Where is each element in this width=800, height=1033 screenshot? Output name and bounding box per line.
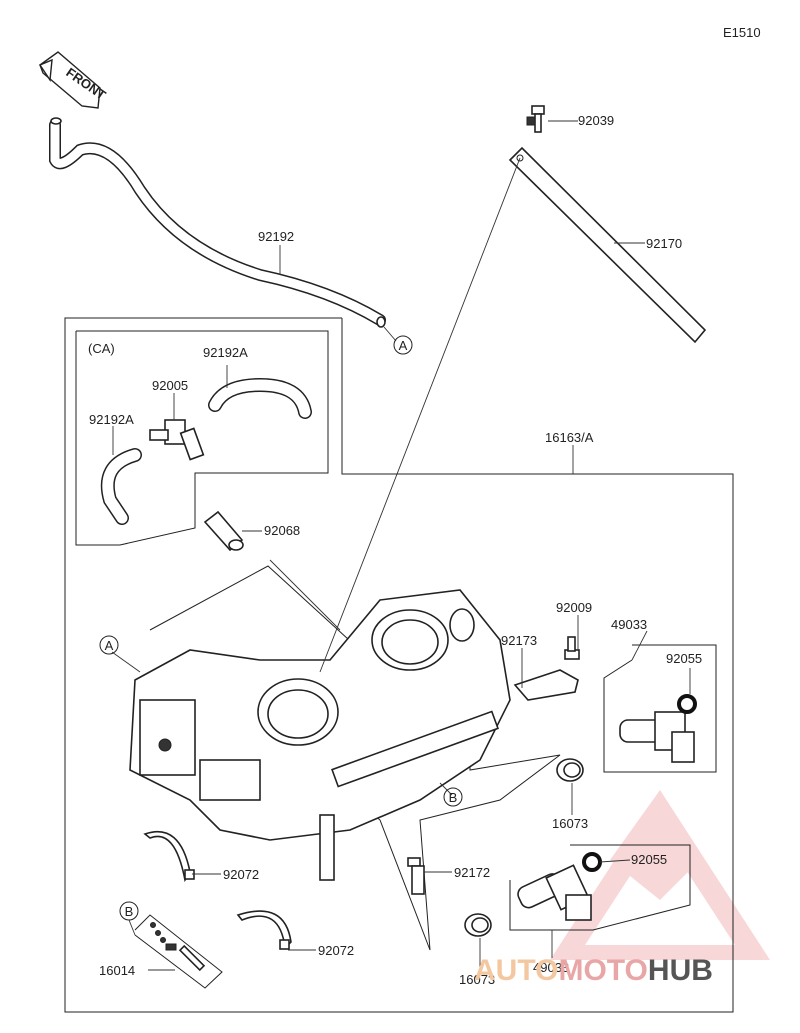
part-label-16163-a: 16163/A (545, 430, 594, 445)
watermark-part1: AUTO (474, 954, 558, 987)
part-label-92005: 92005 (152, 378, 188, 393)
oring-92055-lower (582, 852, 602, 872)
part-label-92192A-upper: 92192A (203, 345, 248, 360)
oring-92055-upper (677, 694, 697, 714)
callout-b-body-text: B (449, 790, 458, 805)
callout-b-kit-text: B (125, 904, 134, 919)
front-arrow-icon (38, 51, 101, 109)
screw-92172 (407, 857, 425, 895)
clamp-92173 (513, 669, 579, 701)
watermark-part2: MOTO (558, 954, 647, 987)
part-label-92192A-lower: 92192A (89, 412, 134, 427)
band-92072-lower (236, 910, 292, 950)
injector-upper-frame (603, 644, 717, 773)
callout-b-body (443, 787, 463, 807)
joint-92005 (149, 419, 205, 461)
callout-a-top (393, 335, 413, 355)
injector-49033-upper (619, 711, 695, 763)
part-label-92055-lower: 92055 (631, 852, 667, 867)
kit-16014-frame (134, 914, 223, 989)
injector-49033-lower (517, 864, 592, 921)
throttle-body (129, 589, 511, 881)
kit-16014 (150, 922, 206, 972)
bolt-92039 (526, 105, 545, 133)
hose-92192 (49, 117, 386, 328)
callout-a-left (99, 635, 119, 655)
hose-92192A-lower (100, 448, 142, 525)
band-92072-upper (143, 830, 195, 883)
watermark-part3: HUB (648, 954, 713, 987)
part-label-92068: 92068 (264, 523, 300, 538)
bolt-92009 (564, 636, 580, 660)
part-label-92072-upper: 92072 (223, 867, 259, 882)
part-label-92072-lower: 92072 (318, 943, 354, 958)
part-label-92055-upper: 92055 (666, 651, 702, 666)
part-label-92172: 92172 (454, 865, 490, 880)
part-label-92039: 92039 (578, 113, 614, 128)
part-label-92192: 92192 (258, 229, 294, 244)
diagram-code: E1510 (723, 25, 761, 40)
ca-frame (75, 330, 329, 546)
part-label-16014: 16014 (99, 963, 135, 978)
seal-16073-upper (556, 758, 584, 782)
part-label-92009: 92009 (556, 600, 592, 615)
part-label-92173: 92173 (501, 633, 537, 648)
part-label-92170: 92170 (646, 236, 682, 251)
cap-92068 (203, 510, 244, 552)
hose-92192A-upper (208, 377, 312, 419)
ca-label: (CA) (88, 341, 115, 356)
part-label-49033-lower: 49033 (533, 960, 569, 975)
main-frame (64, 317, 734, 1013)
callout-b-kit (119, 901, 139, 921)
watermark-text: AUTOMOTOHUB (474, 954, 713, 987)
injector-lower-frame (509, 844, 691, 931)
seal-16073-lower (464, 913, 492, 937)
part-label-16073-upper: 16073 (552, 816, 588, 831)
callout-a-left-text: A (105, 638, 114, 653)
part-label-16073-lower: 16073 (459, 972, 495, 987)
callout-a-top-text: A (399, 338, 408, 353)
leader-lines (111, 120, 691, 971)
part-label-49033-upper: 49033 (611, 617, 647, 632)
